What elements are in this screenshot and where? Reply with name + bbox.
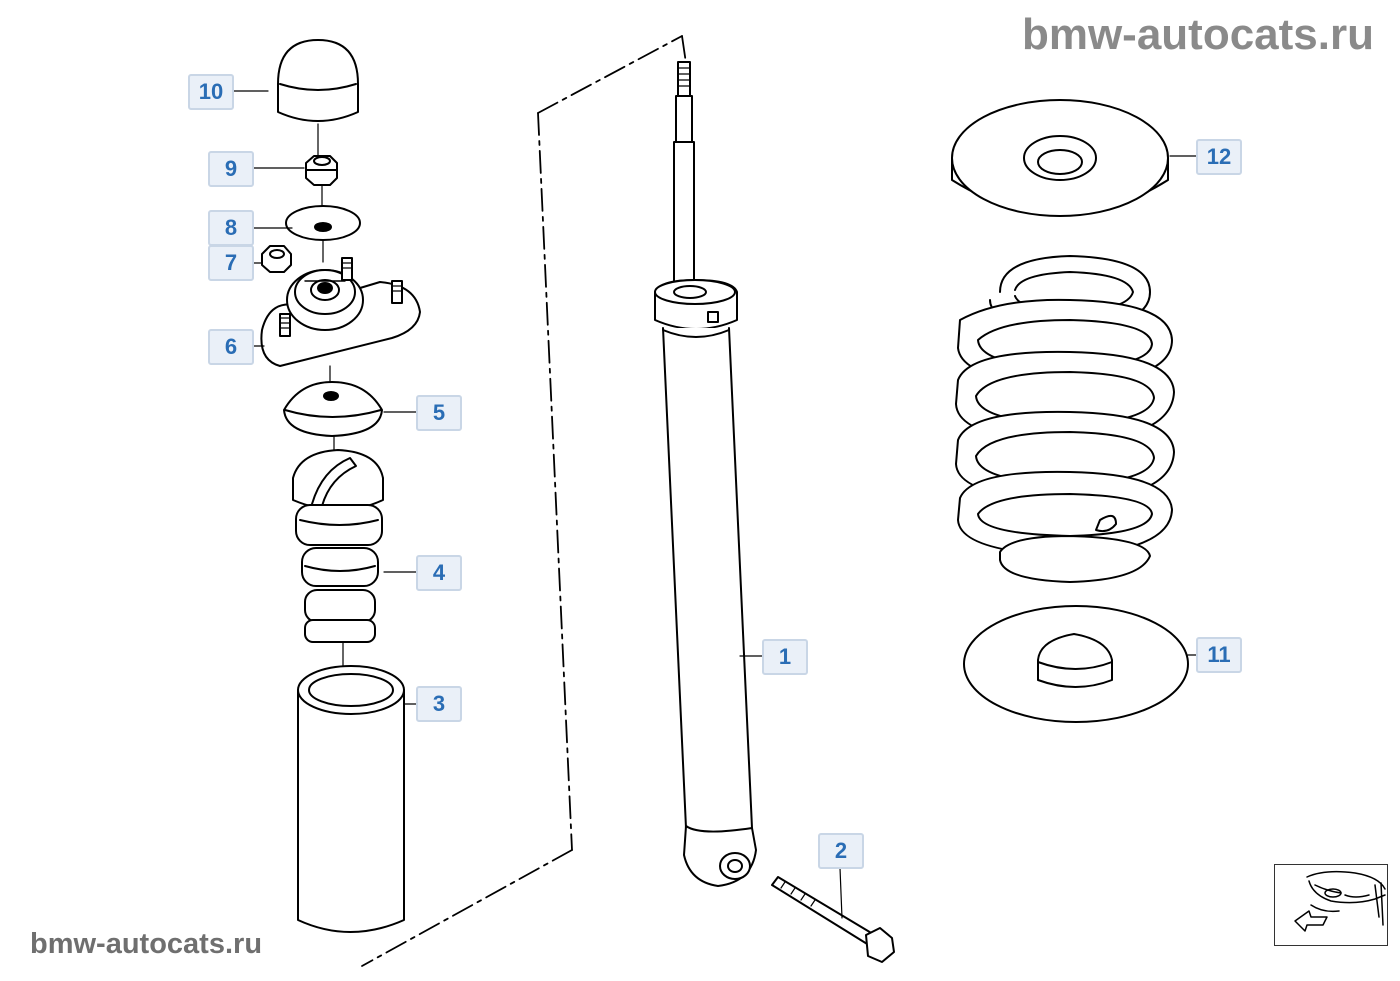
callout-4[interactable]: 4 <box>416 555 462 591</box>
callout-2[interactable]: 2 <box>818 833 864 869</box>
callout-12[interactable]: 12 <box>1196 139 1242 175</box>
callout-11[interactable]: 11 <box>1196 637 1242 673</box>
part-10-cap <box>277 39 359 122</box>
watermark-top: bmw-autocats.ru <box>1021 10 1374 59</box>
part-3-dust-tube <box>297 665 405 933</box>
part-8-washer <box>285 205 361 241</box>
part-2-bolt <box>771 876 895 963</box>
callout-9[interactable]: 9 <box>208 151 254 187</box>
part-4-bump-stop <box>292 449 384 643</box>
callout-7[interactable]: 7 <box>208 245 254 281</box>
assembly-frame <box>361 35 688 967</box>
part-5-cup <box>283 381 383 437</box>
part-7-nut <box>261 245 292 273</box>
part-12-upper-spring-pad <box>951 99 1169 217</box>
callout-1[interactable]: 1 <box>762 639 808 675</box>
coil-spring <box>955 255 1175 583</box>
navigation-thumbnail[interactable] <box>1274 864 1388 946</box>
part-9-nut <box>305 155 338 186</box>
leader-lines <box>231 90 1197 919</box>
part-11-lower-spring-pad <box>963 605 1189 723</box>
car-front-arrow-icon <box>1294 870 1386 932</box>
callout-6[interactable]: 6 <box>208 329 254 365</box>
part-6-strut-mount <box>260 257 421 367</box>
callout-8[interactable]: 8 <box>208 210 254 246</box>
callout-5[interactable]: 5 <box>416 395 462 431</box>
callout-3[interactable]: 3 <box>416 686 462 722</box>
part-1-shock-absorber <box>654 61 757 887</box>
watermark-bottom: bmw-autocats.ru <box>30 928 263 960</box>
callout-10[interactable]: 10 <box>188 74 234 110</box>
